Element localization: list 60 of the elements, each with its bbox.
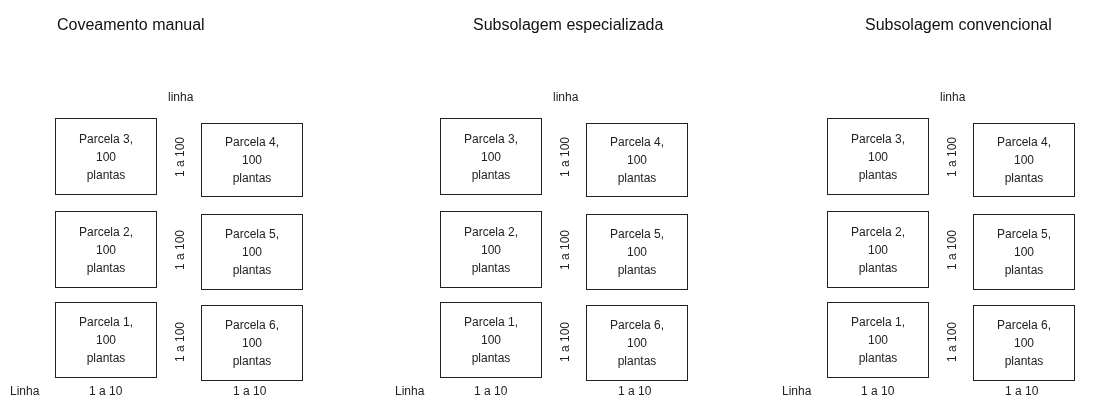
plant-range-label: 1 a 100 xyxy=(173,322,187,362)
plot-box xyxy=(201,123,303,197)
row-axis-label: linha xyxy=(168,90,194,104)
plot-label: Parcela 1, 100 plantas xyxy=(78,314,134,367)
panel-title: Subsolagem especializada xyxy=(473,16,664,34)
plot-box xyxy=(827,118,929,195)
plot-label: Parcela 6, 100 plantas xyxy=(609,317,665,370)
plot-box xyxy=(973,214,1075,290)
plot-label: Parcela 4, 100 plantas xyxy=(996,134,1052,187)
plot-label: Parcela 3, 100 plantas xyxy=(850,130,906,184)
plot-box xyxy=(973,305,1075,381)
row-axis-label: Linha xyxy=(10,384,40,398)
plot-label: Parcela 2, 100 plantas xyxy=(78,223,134,277)
row-range-label: 1 a 10 xyxy=(618,384,652,398)
panel-title: Subsolagem convencional xyxy=(865,16,1052,34)
row-range-label: 1 a 10 xyxy=(861,384,895,398)
plot-box xyxy=(55,211,157,288)
plot-box xyxy=(586,305,688,381)
plant-range-label: 1 a 100 xyxy=(558,322,572,362)
plot-label: Parcela 4, 100 plantas xyxy=(609,134,665,187)
plant-range-label: 1 a 100 xyxy=(558,137,572,177)
plot-label: Parcela 2, 100 plantas xyxy=(463,223,519,277)
plot-box xyxy=(973,123,1075,197)
row-axis-label: linha xyxy=(553,90,579,104)
plot-box xyxy=(440,211,542,288)
row-range-label: 1 a 10 xyxy=(1005,384,1039,398)
plot-box xyxy=(55,302,157,378)
plant-range-label: 1 a 100 xyxy=(558,230,572,270)
row-range-label: 1 a 10 xyxy=(89,384,123,398)
plot-label: Parcela 5, 100 plantas xyxy=(224,226,280,279)
plot-label: Parcela 1, 100 plantas xyxy=(850,314,906,367)
plot-box xyxy=(827,302,929,378)
plot-box xyxy=(440,118,542,195)
plot-box xyxy=(440,302,542,378)
plant-range-label: 1 a 100 xyxy=(945,137,959,177)
plot-label: Parcela 1, 100 plantas xyxy=(463,314,519,367)
plant-range-label: 1 a 100 xyxy=(173,230,187,270)
plot-box xyxy=(827,211,929,288)
plot-box xyxy=(201,214,303,290)
plot-label: Parcela 5, 100 plantas xyxy=(609,226,665,279)
plot-label: Parcela 3, 100 plantas xyxy=(78,130,134,184)
plot-label: Parcela 3, 100 plantas xyxy=(463,130,519,184)
plot-label: Parcela 5, 100 plantas xyxy=(996,226,1052,279)
plot-label: Parcela 6, 100 plantas xyxy=(996,317,1052,370)
plot-box xyxy=(586,214,688,290)
row-range-label: 1 a 10 xyxy=(474,384,508,398)
plot-label: Parcela 6, 100 plantas xyxy=(224,317,280,370)
row-range-label: 1 a 10 xyxy=(233,384,267,398)
row-axis-label: Linha xyxy=(395,384,425,398)
plot-label: Parcela 4, 100 plantas xyxy=(224,134,280,187)
plot-box xyxy=(586,123,688,197)
plant-range-label: 1 a 100 xyxy=(945,322,959,362)
plant-range-label: 1 a 100 xyxy=(945,230,959,270)
row-axis-label: linha xyxy=(940,90,966,104)
row-axis-label: Linha xyxy=(782,384,812,398)
plot-box xyxy=(201,305,303,381)
plot-label: Parcela 2, 100 plantas xyxy=(850,223,906,277)
plot-box xyxy=(55,118,157,195)
plant-range-label: 1 a 100 xyxy=(173,137,187,177)
panel-title: Coveamento manual xyxy=(57,16,205,34)
